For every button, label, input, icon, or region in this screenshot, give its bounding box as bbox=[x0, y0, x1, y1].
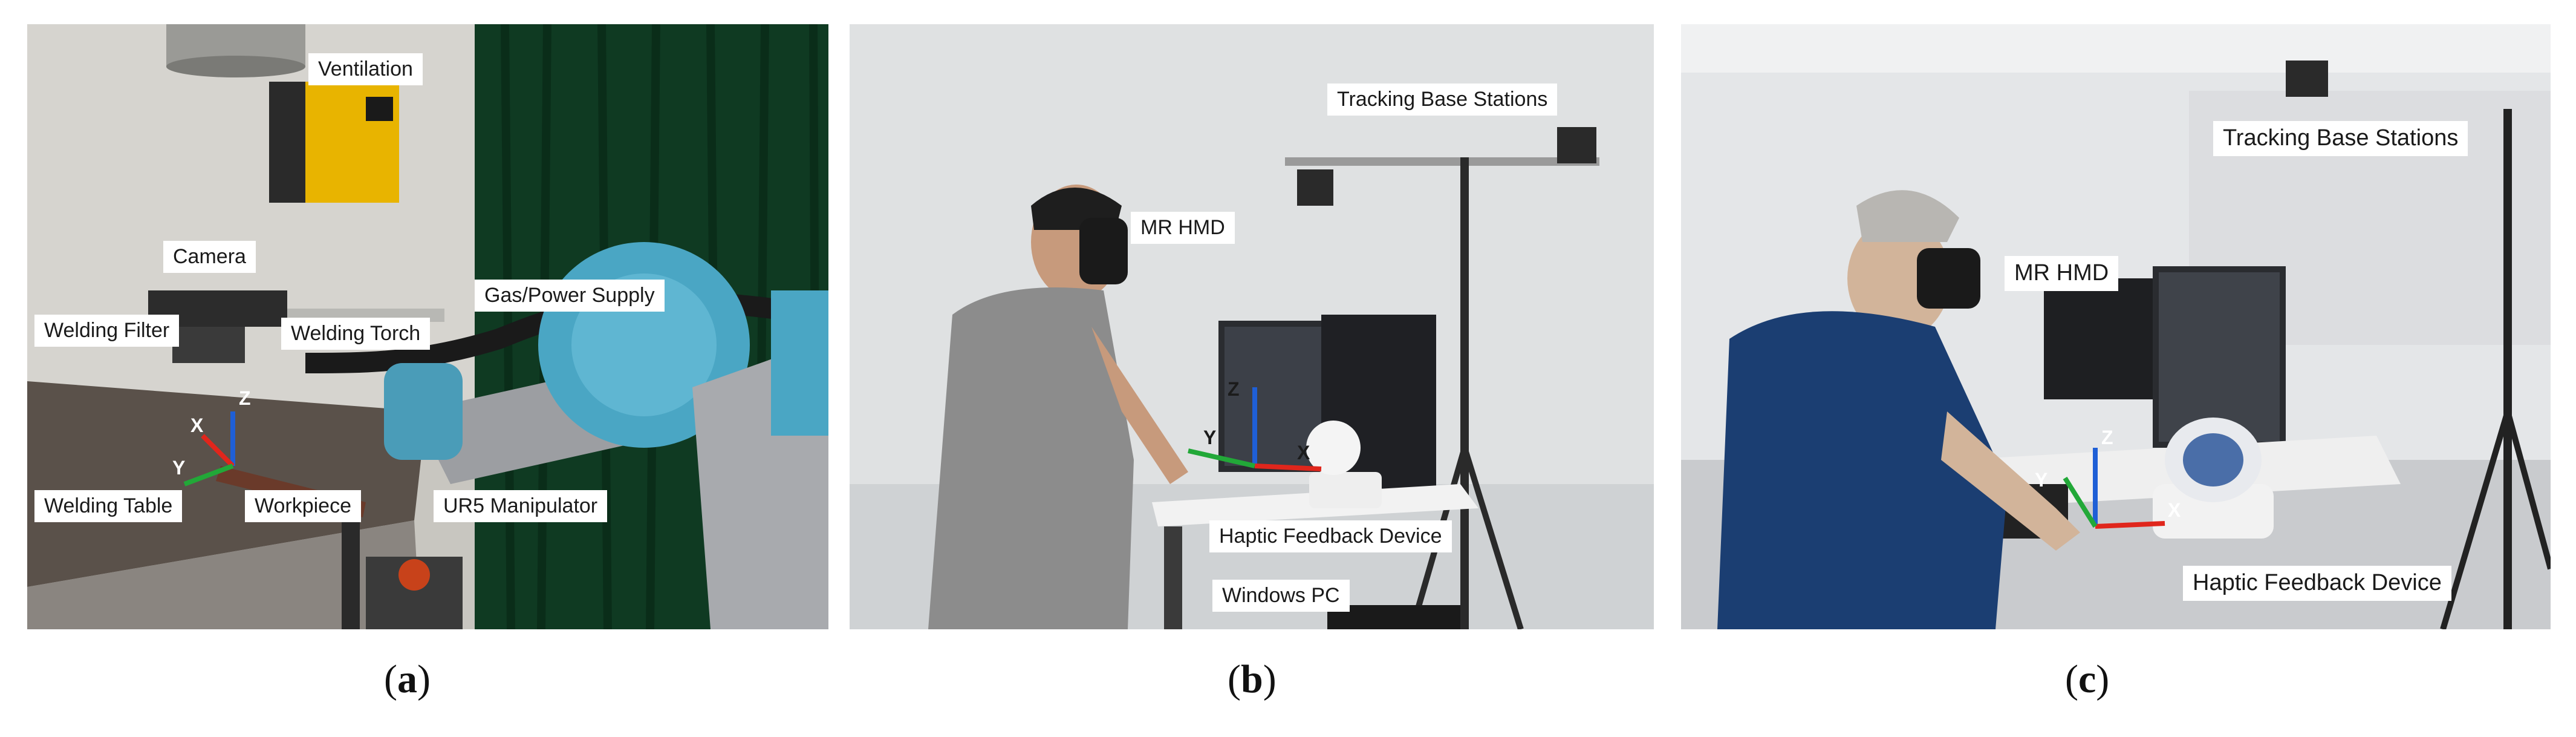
y-axis-arrow bbox=[183, 463, 234, 486]
caption-a: (a) bbox=[384, 657, 431, 701]
x-axis-label: X bbox=[1297, 442, 1310, 463]
x-axis-arrow bbox=[2095, 521, 2165, 529]
label-tracking-base-stations: Tracking Base Stations bbox=[1327, 84, 1558, 116]
label-camera: Camera bbox=[163, 241, 256, 274]
x-axis-arrow bbox=[1254, 463, 1322, 471]
y-axis-arrow bbox=[2063, 476, 2098, 528]
z-axis-label: Z bbox=[2101, 427, 2113, 448]
x-axis-label: X bbox=[2168, 499, 2181, 521]
caption-b: (b) bbox=[1228, 657, 1277, 701]
x-axis-label: X bbox=[190, 414, 204, 436]
z-axis-label: Z bbox=[239, 387, 251, 409]
caption-c: (c) bbox=[2065, 657, 2110, 701]
vr-setup-photo-c bbox=[1681, 24, 2551, 629]
label-windows-pc: Windows PC bbox=[1212, 580, 1350, 612]
label-welding-filter: Welding Filter bbox=[34, 315, 180, 347]
label-ventilation: Ventilation bbox=[308, 53, 423, 86]
label-welding-torch: Welding Torch bbox=[281, 318, 431, 350]
label-haptic-feedback-device: Haptic Feedback Device bbox=[1209, 520, 1452, 553]
label-workpiece: Workpiece bbox=[245, 490, 361, 523]
z-axis-label: Z bbox=[1228, 378, 1240, 400]
label-mr-hmd: MR HMD bbox=[1131, 212, 1235, 244]
welding-cell-photo bbox=[27, 24, 828, 629]
label-mr-hmd: MR HMD bbox=[2005, 256, 2119, 291]
y-axis-label: Y bbox=[1203, 427, 1217, 448]
y-axis-arrow bbox=[1188, 448, 1255, 468]
label-ur5-manipulator: UR5 Manipulator bbox=[434, 490, 608, 523]
photo-panel-c: Z X Y Tracking Base Stations MR HMD Hapt… bbox=[1681, 24, 2551, 629]
photo-panel-b: Z X Y Tracking Base Stations MR HMD Hapt… bbox=[850, 24, 1654, 629]
y-axis-label: Y bbox=[172, 457, 186, 479]
y-axis-label: Y bbox=[2035, 469, 2048, 491]
label-haptic-feedback-device: Haptic Feedback Device bbox=[2183, 566, 2451, 601]
label-tracking-base-stations: Tracking Base Stations bbox=[2213, 121, 2468, 156]
label-gas-power-supply: Gas/Power Supply bbox=[475, 280, 665, 312]
x-axis-arrow bbox=[201, 434, 235, 468]
photo-panel-a: Z X Y Ventilation Camera Welding Filter … bbox=[27, 24, 828, 629]
label-welding-table: Welding Table bbox=[34, 490, 183, 523]
